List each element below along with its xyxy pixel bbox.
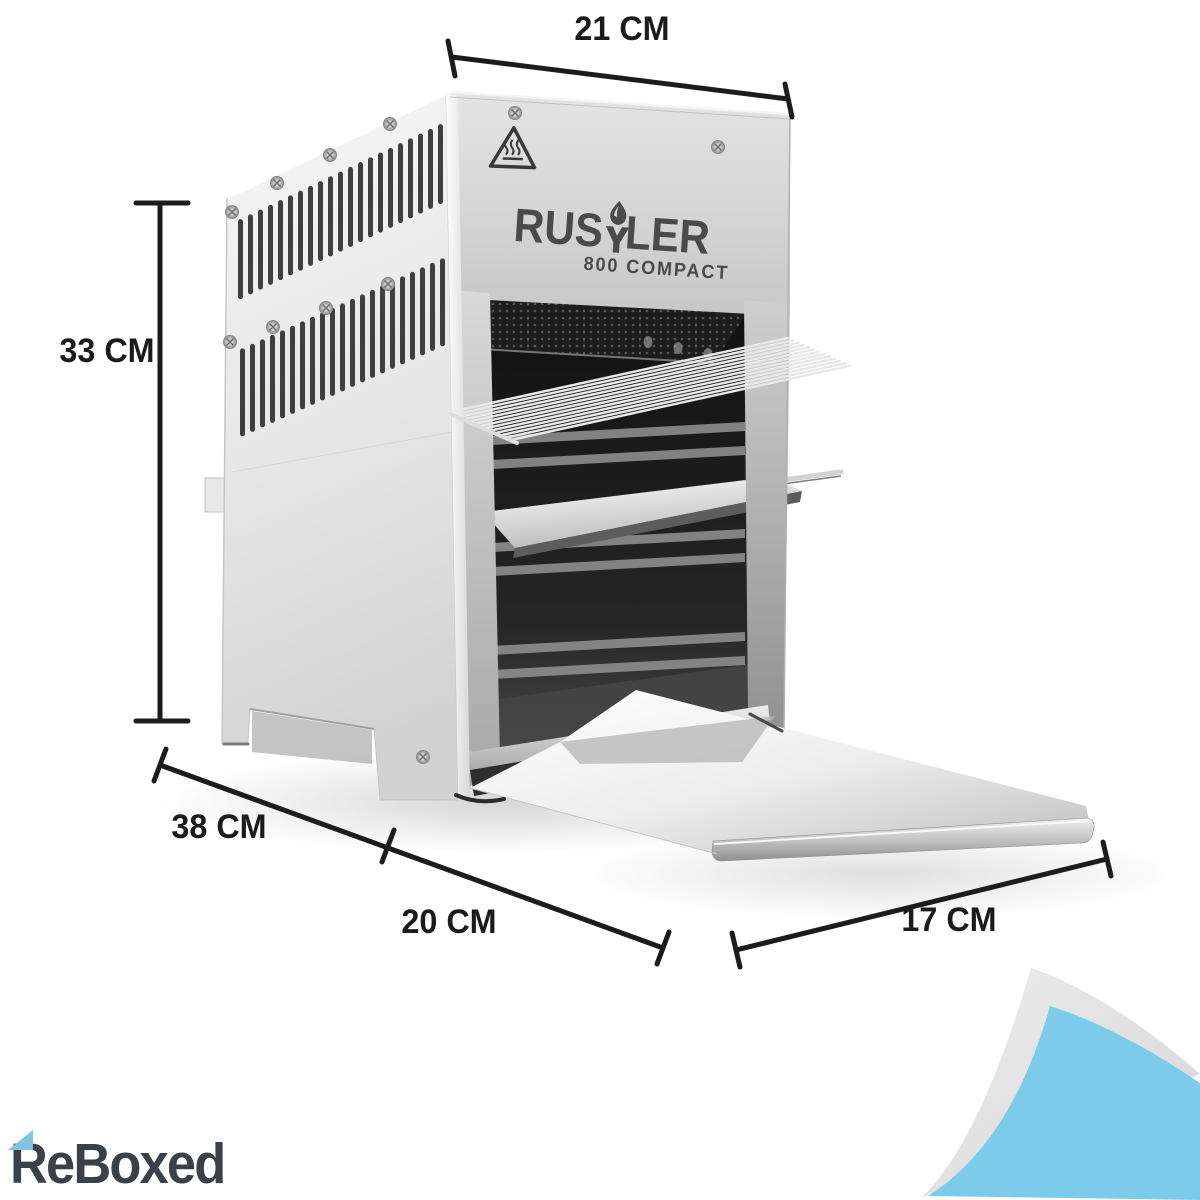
screw-icon [323, 148, 337, 162]
dimension-label-width-top: 21 CM [574, 10, 670, 48]
dimension-label-depth-base: 20 CM [401, 903, 497, 941]
screw-icon [711, 140, 725, 154]
brand-name: RUS LER [512, 194, 712, 264]
cavity-rails [492, 422, 745, 679]
screw-icon [381, 277, 395, 291]
page-curl-blue [928, 1006, 1200, 1200]
wire-rack [448, 336, 852, 445]
screw-icon [270, 176, 284, 190]
flame-icon [603, 200, 630, 253]
dimension-label-tray-width: 17 CM [901, 901, 997, 939]
brand-suffix: LER [623, 205, 712, 264]
watermark-text: ReBoxed [10, 1132, 226, 1196]
brand-prefix: RUS [512, 197, 605, 257]
watermark-logo: ReBoxed [8, 1130, 243, 1196]
screws [223, 106, 725, 764]
screw-icon [225, 205, 239, 219]
bottom-tray [469, 690, 1095, 862]
screw-icon [266, 320, 280, 334]
screw-icon [319, 301, 333, 315]
screw-icon [223, 335, 237, 349]
vent-slots [238, 124, 445, 437]
watermark-curl-icon [8, 1130, 33, 1150]
dimension-label-depth-total: 38 CM [171, 808, 267, 846]
dimension-label-height: 33 CM [59, 332, 155, 370]
screw-icon [416, 750, 430, 764]
screw-icon [508, 106, 522, 120]
dimension-lines [133, 38, 1114, 970]
screw-icon [383, 117, 397, 131]
hot-surface-warning-icon [488, 126, 537, 170]
page-curl-icon [921, 968, 1200, 1200]
brand-logo: RUS LER 800 COMPACT [511, 194, 734, 285]
